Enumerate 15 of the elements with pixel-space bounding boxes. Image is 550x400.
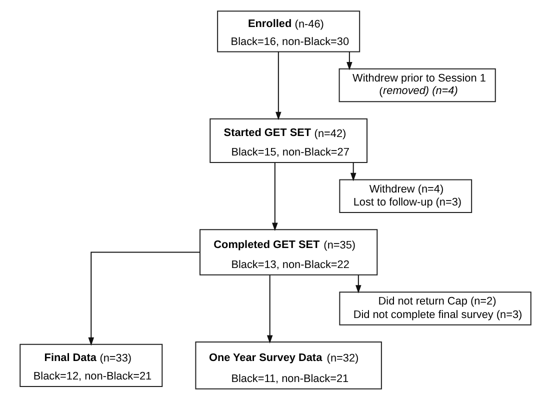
node-box: Withdrew (n=4) Lost to follow-up (n=3) [338,179,472,213]
node-box: Final Data (n=33) Black=12, non-Black=21 [19,344,162,388]
arrow [275,52,281,120]
node-box: Withdrew prior to Session 1 (removed) (n=4) [338,68,496,102]
arrow [350,162,356,182]
node-box: Did not return Cap (n=2) Did not complete final survey (n=3) [338,292,531,326]
node-box: Completed GET SET (n=35) Black=13, non-Black=22 [199,229,378,276]
node-box: Enrolled (n-46) Black=16, non-Black=30 [216,10,360,52]
arrow [346,52,352,70]
arrow [266,275,272,344]
arrow [88,252,200,346]
node-box: One Year Survey Data (n=32) Black=11, non-Black=21 [194,342,382,390]
node-box: Started GET SET (n=42) Black=15, non-Black=27 [209,118,367,164]
arrow [272,162,278,232]
arrow [355,275,361,294]
